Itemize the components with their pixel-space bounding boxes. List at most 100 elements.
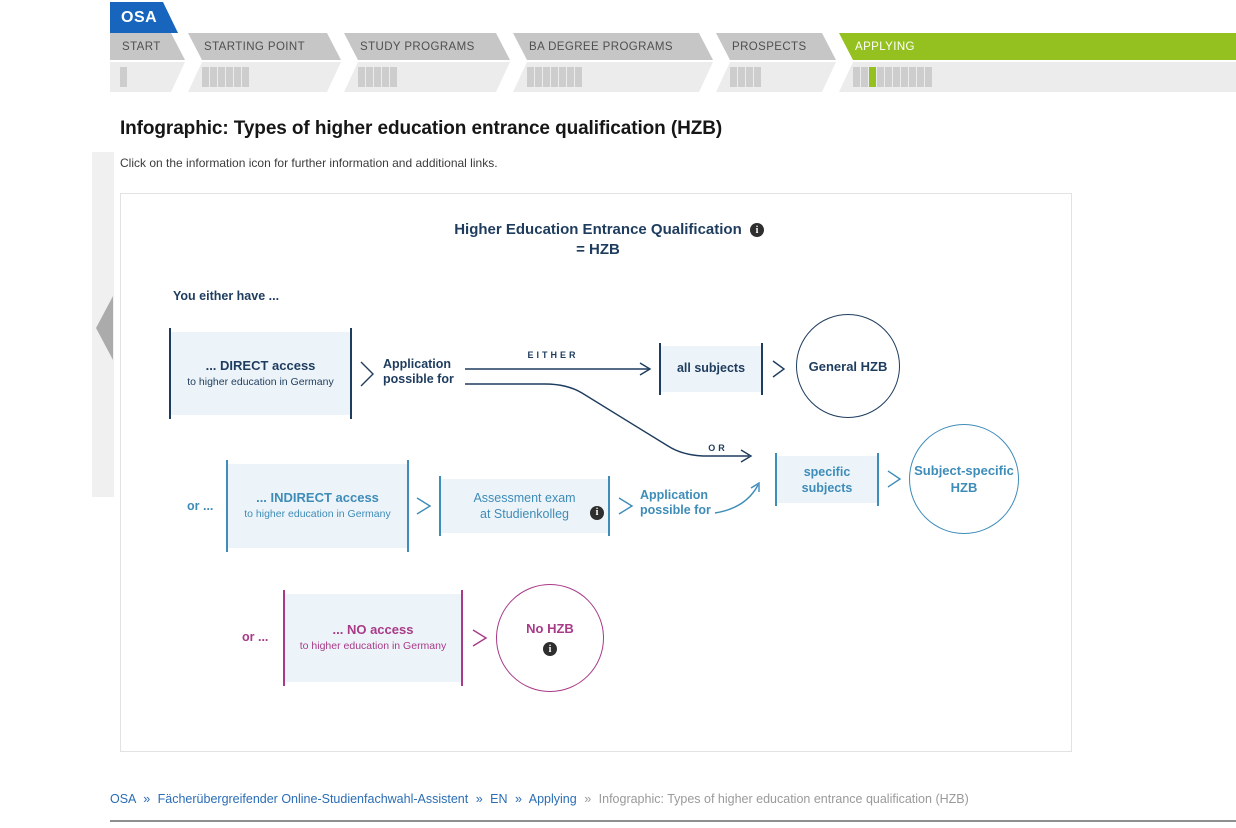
chevron-assessment-to-application <box>618 497 634 515</box>
either-label: EITHER <box>527 350 579 360</box>
direct-access-subtitle: to higher education in Germany <box>187 376 334 388</box>
progress-tick[interactable] <box>885 67 892 87</box>
infographic-canvas: Higher Education Entrance Qualification … <box>120 193 1072 752</box>
diagram-connectors <box>360 360 902 647</box>
or-prefix-row2: or ... <box>187 499 214 513</box>
breadcrumb-separator: » <box>584 792 592 806</box>
no-hzb-circle: No HZB i <box>496 584 604 692</box>
progress-tick[interactable] <box>909 67 916 87</box>
progress-tick[interactable] <box>730 67 737 87</box>
or-curve-line <box>465 383 749 457</box>
progress-tick[interactable] <box>120 67 127 87</box>
previous-page-arrow-icon[interactable] <box>96 296 113 360</box>
progress-tick[interactable] <box>551 67 558 87</box>
breadcrumb-link-applying[interactable]: Applying <box>528 792 577 806</box>
chevron-specific-to-subject <box>887 470 902 488</box>
tab-applying-active[interactable]: APPLYING <box>839 33 1236 60</box>
diagram-title-line2: = HZB <box>576 241 620 258</box>
progress-tick[interactable] <box>901 67 908 87</box>
progress-tick[interactable] <box>358 67 365 87</box>
progress-bar <box>110 62 1236 92</box>
progress-tick[interactable] <box>242 67 249 87</box>
tab-starting-point[interactable]: STARTING POINT <box>188 33 341 60</box>
info-icon[interactable]: i <box>750 223 764 237</box>
progress-tick[interactable] <box>746 67 753 87</box>
info-icon[interactable]: i <box>543 642 557 656</box>
application-possible-for-2: Application possible for <box>640 488 711 518</box>
all-subjects-box: all subjects <box>659 343 763 395</box>
progress-tick[interactable] <box>877 67 884 87</box>
progress-tick[interactable] <box>925 67 932 87</box>
page-title: Infographic: Types of higher education e… <box>120 118 723 139</box>
progress-section-ba-degree-programs <box>513 62 713 92</box>
progress-tick[interactable] <box>234 67 241 87</box>
progress-tick[interactable] <box>527 67 534 87</box>
progress-tick[interactable] <box>366 67 373 87</box>
progress-tick-active[interactable] <box>869 67 876 87</box>
progress-tick[interactable] <box>382 67 389 87</box>
or-label: OR <box>708 443 728 453</box>
indirect-access-subtitle: to higher education in Germany <box>244 508 391 520</box>
application1-line1: Application <box>383 357 452 371</box>
progress-tick[interactable] <box>738 67 745 87</box>
progress-tick[interactable] <box>374 67 381 87</box>
breadcrumb: OSA » Fächerübergreifender Online-Studie… <box>110 792 969 806</box>
assessment-line1: Assessment exam <box>473 491 576 505</box>
progress-tick[interactable] <box>754 67 761 87</box>
indirect-access-title: ... INDIRECT access <box>256 490 379 505</box>
progress-tick[interactable] <box>218 67 225 87</box>
progress-section-prospects <box>716 62 836 92</box>
progress-tick[interactable] <box>202 67 209 87</box>
osa-logo[interactable]: OSA <box>110 2 178 33</box>
chevron-indirect-to-assessment <box>416 497 432 515</box>
footer-divider <box>110 820 1236 822</box>
breadcrumb-link-en[interactable]: EN <box>490 792 508 806</box>
progress-tick[interactable] <box>543 67 550 87</box>
tab-prospects[interactable]: PROSPECTS <box>716 33 836 60</box>
tab-study-programs[interactable]: STUDY PROGRAMS <box>344 33 510 60</box>
application2-line2: possible for <box>640 503 711 517</box>
all-subjects-label: all subjects <box>676 361 746 375</box>
application2-line1: Application <box>640 488 709 502</box>
diagram-title: Higher Education Entrance Qualification … <box>417 220 779 260</box>
diagram-intro: You either have ... <box>173 289 280 303</box>
direct-access-title: ... DIRECT access <box>205 358 316 373</box>
info-icon[interactable]: i <box>590 506 604 520</box>
progress-tick[interactable] <box>210 67 217 87</box>
application2-arrowhead <box>750 481 760 492</box>
general-hzb-label: General HZB <box>808 358 888 374</box>
progress-tick[interactable] <box>226 67 233 87</box>
either-arrowhead <box>639 362 652 376</box>
assessment-exam-box: Assessment exam at Studienkolleg i <box>439 476 610 536</box>
progress-tick[interactable] <box>559 67 566 87</box>
progress-tick[interactable] <box>861 67 868 87</box>
progress-section-study-programs <box>344 62 510 92</box>
breadcrumb-link-assistent[interactable]: Fächerübergreifender Online-Studienfachw… <box>157 792 469 806</box>
no-access-title: ... NO access <box>332 622 414 637</box>
assessment-line2: at Studienkolleg <box>480 507 569 521</box>
specific-subjects-line2: subjects <box>801 481 853 495</box>
specific-subjects-box: specific subjects <box>775 453 879 506</box>
specific-subjects-line1: specific <box>803 465 851 479</box>
progress-tick[interactable] <box>853 67 860 87</box>
progress-section-start <box>110 62 185 92</box>
or-arrowhead <box>740 449 753 463</box>
progress-tick[interactable] <box>390 67 397 87</box>
progress-tick[interactable] <box>917 67 924 87</box>
or-prefix-row3: or ... <box>242 630 269 644</box>
tab-ba-degree-programs[interactable]: BA DEGREE PROGRAMS <box>513 33 713 60</box>
application-possible-for-1: Application possible for <box>383 357 454 387</box>
breadcrumb-separator: » <box>143 792 151 806</box>
progress-tick[interactable] <box>575 67 582 87</box>
diagram-title-line1: Higher Education Entrance Qualification <box>454 221 742 238</box>
progress-tick[interactable] <box>567 67 574 87</box>
breadcrumb-link-osa[interactable]: OSA <box>110 792 136 806</box>
no-access-box: ... NO access to higher education in Ger… <box>283 590 463 686</box>
tab-start[interactable]: START <box>110 33 185 60</box>
no-hzb-label: No HZB <box>526 621 574 636</box>
progress-tick[interactable] <box>893 67 900 87</box>
breadcrumb-current-page: Infographic: Types of higher education e… <box>598 792 969 806</box>
progress-tick[interactable] <box>535 67 542 87</box>
indirect-access-box: ... INDIRECT access to higher education … <box>226 460 409 552</box>
chevron-allsubjects-to-general <box>772 360 786 378</box>
